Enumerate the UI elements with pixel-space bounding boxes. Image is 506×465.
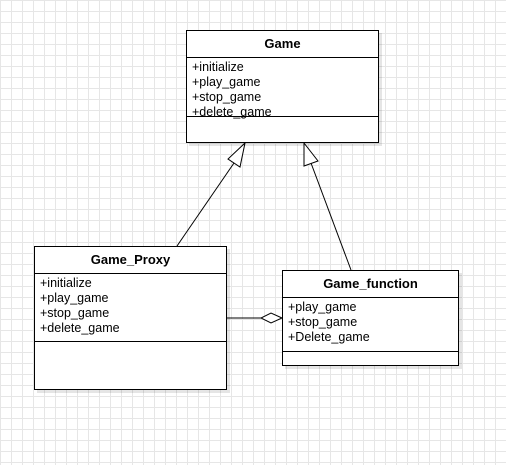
class-game-function[interactable]: Game_function +play_game +stop_game +Del… xyxy=(282,270,459,366)
methods-game: +initialize +play_game +stop_game +delet… xyxy=(187,58,378,119)
methods-game-function: +play_game +stop_game +Delete_game xyxy=(283,298,458,352)
method-item: +play_game xyxy=(192,75,261,89)
generalization-arrowhead-proxy xyxy=(227,141,246,168)
class-name-game: Game xyxy=(187,31,378,58)
method-item: +stop_game xyxy=(40,306,110,320)
method-item: +delete_game xyxy=(40,321,120,335)
class-game-proxy[interactable]: Game_Proxy +initialize +play_game +stop_… xyxy=(34,246,227,390)
aggregation-diamond xyxy=(259,312,284,324)
method-item: +play_game xyxy=(40,291,109,305)
method-item: +play_game xyxy=(288,300,357,314)
generalization-line-proxy xyxy=(176,162,235,247)
method-item: +delete_game xyxy=(192,105,272,119)
class-name-game-function: Game_function xyxy=(283,271,458,298)
method-item: +stop_game xyxy=(288,315,358,329)
method-item: +Delete_game xyxy=(288,330,370,344)
methods-game-proxy: +initialize +play_game +stop_game +delet… xyxy=(35,274,226,342)
class-name-game-proxy: Game_Proxy xyxy=(35,247,226,274)
class-game[interactable]: Game +initialize +play_game +stop_game +… xyxy=(186,30,379,143)
generalization-arrowhead-function xyxy=(303,141,319,167)
method-item: +initialize xyxy=(40,276,92,290)
method-item: +initialize xyxy=(192,60,244,74)
method-item: +stop_game xyxy=(192,90,262,104)
generalization-line-function xyxy=(310,162,352,271)
